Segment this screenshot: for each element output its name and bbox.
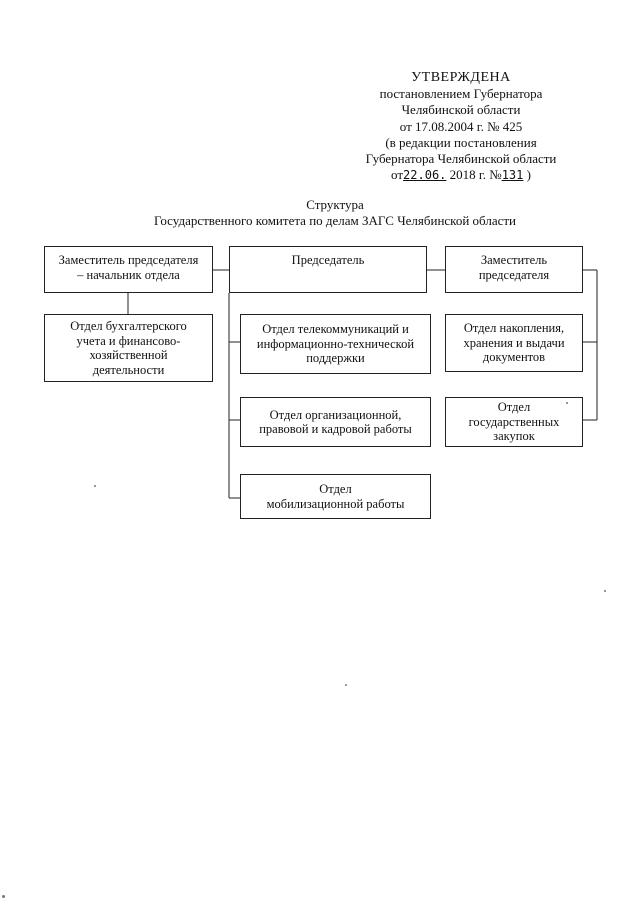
box-telecommunications-department: Отдел телекоммуникаций и информационно-т… [240, 314, 431, 374]
box-accounting-department: Отдел бухгалтерского учета и финансово- … [44, 314, 213, 382]
box-mobilization-department: Отдел мобилизационной работы [240, 474, 431, 519]
scan-speck [345, 684, 347, 686]
approval-stamp: УТВЕРЖДЕНА постановлением Губернатора Че… [330, 70, 592, 183]
box-deputy-chairman: Заместитель председателя [445, 246, 583, 293]
scan-speck [2, 895, 5, 898]
box-organizational-department: Отдел организационной, правовой и кадров… [240, 397, 431, 447]
scan-speck [566, 402, 568, 404]
approval-line-2: Челябинской области [401, 102, 521, 118]
revision-date-prefix: от [391, 167, 404, 183]
approval-title: УТВЕРЖДЕНА [411, 70, 511, 85]
box-documents-department: Отдел накопления, хранения и выдачи доку… [445, 314, 583, 372]
approval-line-3: от 17.08.2004 г. № 425 [399, 118, 523, 134]
scan-speck [604, 590, 606, 592]
scan-speck [94, 485, 96, 487]
box-chairman: Председатель [229, 246, 427, 293]
revision-date-value: 22.06. [403, 168, 447, 183]
heading-committee: Государственного комитета по делам ЗАГС … [153, 213, 516, 228]
revision-date-suffix: ) [526, 167, 531, 183]
document-heading: Структура Государственного комитета по д… [100, 197, 570, 229]
box-deputy-chairman-head-of-department: Заместитель председателя – начальник отд… [44, 246, 213, 293]
revision-date-year: 2018 г. № [449, 167, 502, 183]
approval-revision-date: от22.06. 2018 г. №131 ) [330, 167, 592, 183]
approval-line-4: (в редакции постановления [385, 134, 537, 150]
revision-number-value: 131 [501, 168, 524, 183]
approval-line-5: Губернатора Челябинской области [365, 151, 557, 167]
box-procurement-department: Отдел государственных закупок [445, 397, 583, 447]
approval-line-1: постановлением Губернатора [379, 86, 543, 102]
heading-structure: Структура [306, 197, 364, 212]
